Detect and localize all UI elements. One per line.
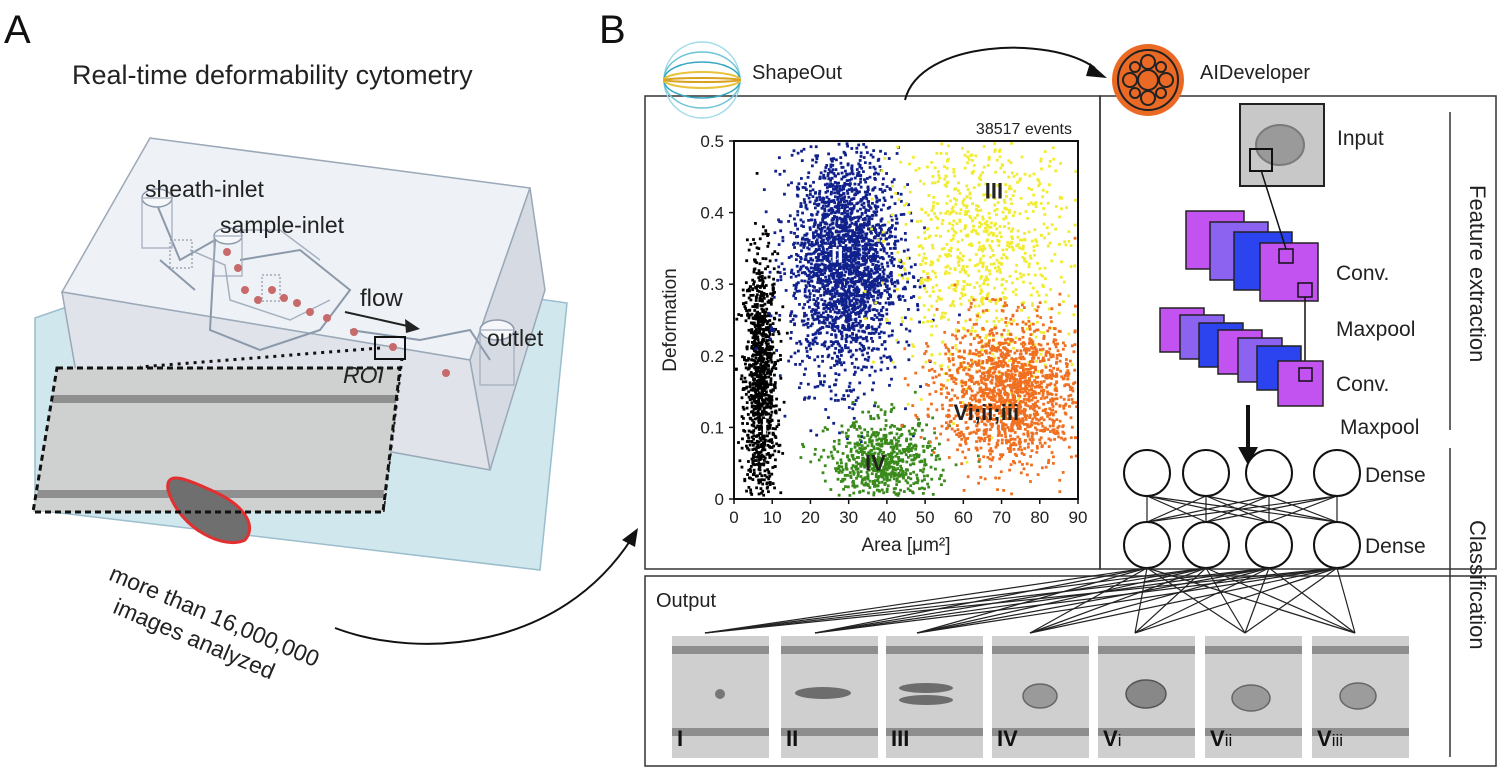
cluster-label: II (831, 243, 843, 268)
output-class-thumbnail: IV (992, 636, 1089, 758)
x-tick-label: 90 (1069, 508, 1088, 527)
dense-neuron (1245, 449, 1293, 497)
output-class-label: Vii (1210, 726, 1233, 751)
scatter-cluster-2 (754, 142, 961, 444)
aideveloper-logo-icon (1112, 44, 1184, 116)
segmented-cell-contour (166, 476, 252, 545)
x-tick-label: 20 (801, 508, 820, 527)
shapeout-label: ShapeOut (752, 62, 843, 84)
output-class-label: III (891, 726, 910, 751)
label-sheath-inlet: sheath-inlet (145, 176, 264, 202)
side-label-classification: Classification (1465, 520, 1490, 650)
panel-a-letter: A (4, 8, 31, 52)
label-roi: ROI (343, 362, 384, 388)
arrow-a-to-b (334, 537, 633, 645)
output-class-thumbnail: II (781, 636, 878, 758)
x-tick-label: 0 (729, 508, 738, 527)
dense-neuron (1123, 449, 1171, 497)
conv-layer-1 (1185, 210, 1319, 302)
output-class-thumbnail: III (886, 636, 983, 758)
label-flow: flow (360, 285, 403, 312)
shapeout-logo-icon (663, 41, 741, 119)
dense-neuron (1182, 449, 1230, 497)
label-outlet: outlet (487, 325, 544, 351)
output-box (644, 575, 1497, 767)
layer-label-maxpool-1: Maxpool (1336, 318, 1416, 341)
dense-connections (1146, 495, 1338, 523)
cluster-label: III (985, 178, 1003, 203)
y-axis-label: Deformation (660, 268, 681, 372)
dense-neuron (1245, 521, 1293, 569)
scatter-cluster-5 (900, 236, 1078, 496)
layer-label-dense-1: Dense (1365, 464, 1426, 487)
panel-a-title: Real-time deformability cytometry (72, 60, 473, 90)
x-tick-label: 40 (877, 508, 896, 527)
scatter-plot: 0 10 20 30 40 50 60 70 80 90 0 0.1 0.2 0.3 0.4 0.5 38517… (660, 121, 1087, 556)
dense-neuron (1182, 521, 1230, 569)
y-tick-label: 0.4 (700, 204, 724, 223)
chart-title: 38517 events (976, 121, 1072, 138)
panel-b-letter: B (599, 8, 626, 52)
output-class-label: I (677, 726, 684, 751)
aideveloper-box (1099, 95, 1497, 570)
x-tick-label: 60 (954, 508, 973, 527)
output-class-thumbnail: Vi (1098, 636, 1195, 758)
x-tick-label: 50 (916, 508, 935, 527)
dense-neuron (1123, 521, 1171, 569)
arrow-shapeout-to-aidev (904, 46, 1096, 101)
cluster-label: IV (865, 450, 886, 475)
label-sample-inlet: sample-inlet (220, 212, 344, 238)
output-label: Output (656, 590, 717, 612)
x-tick-label: 10 (763, 508, 782, 527)
y-tick-label: 0.2 (700, 347, 724, 366)
dense-neuron (1313, 521, 1361, 569)
y-tick-label: 0.1 (700, 418, 724, 437)
cluster-label: Vi;ii;iii (953, 400, 1019, 425)
output-class-label: II (786, 726, 799, 751)
x-tick-label: 70 (992, 508, 1011, 527)
side-label-feature-extraction: Feature extraction (1465, 185, 1490, 363)
layer-label-dense-2: Dense (1365, 535, 1426, 558)
output-connections (704, 567, 1356, 634)
layer-label-maxpool-2: Maxpool (1340, 416, 1420, 439)
dense-neurons (1123, 449, 1361, 569)
chip-cells (223, 248, 450, 377)
scatter-cluster-3 (863, 141, 1078, 464)
output-class-label: IV (997, 726, 1018, 751)
x-tick-label: 80 (1030, 508, 1049, 527)
filter-grid (169, 239, 193, 269)
output-class-label: Viii (1317, 726, 1344, 751)
conv-layer-2 (1159, 307, 1324, 407)
output-class-thumbnail: Vii (1205, 636, 1302, 758)
scatter-cluster-1 (734, 171, 789, 497)
y-tick-label: 0.5 (700, 132, 724, 151)
dense-neuron (1313, 449, 1361, 497)
y-tick-label: 0.3 (700, 275, 724, 294)
x-axis-label: Area [μm²] (861, 535, 950, 556)
cluster-label: I (762, 415, 768, 440)
scatter-cluster-4 (799, 390, 981, 497)
layer-label-conv-2: Conv. (1336, 373, 1390, 396)
output-class-label: Vi (1103, 726, 1122, 751)
output-class-thumbnail: I (672, 636, 769, 758)
output-class-thumbnail: Viii (1312, 636, 1409, 758)
chip-channel-inner (189, 229, 331, 321)
layer-label-conv-1: Conv. (1336, 262, 1390, 285)
y-tick-label: 0 (715, 490, 724, 509)
plot-frame (733, 140, 1079, 500)
x-tick-label: 30 (839, 508, 858, 527)
filter-grid-2 (261, 274, 281, 302)
layer-label-input: Input (1337, 127, 1384, 150)
roi-box (374, 336, 406, 360)
aideveloper-label: AIDeveloper (1200, 62, 1311, 84)
